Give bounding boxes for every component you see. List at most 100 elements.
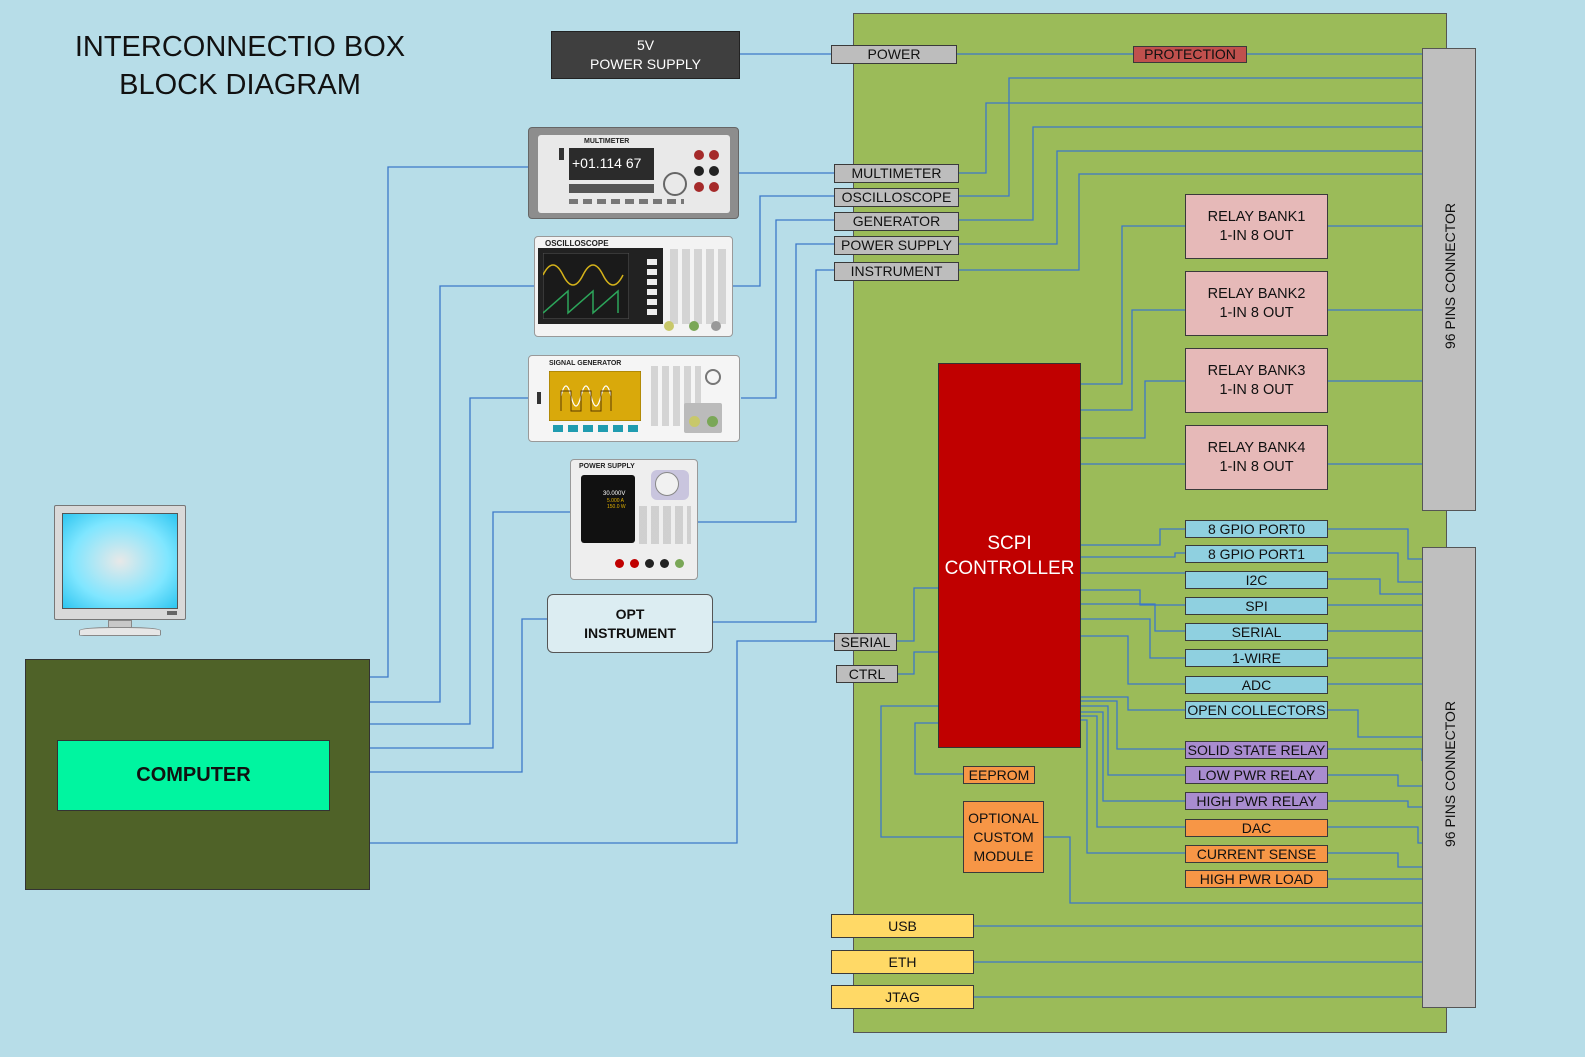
relay-bank-sub: 1-IN 8 OUT (1219, 381, 1294, 398)
io-block-current-sense: CURRENT SENSE (1185, 845, 1328, 863)
connector-top-label: 96 PINS CONNECTOR (1442, 203, 1458, 349)
io-block-1-wire: 1-WIRE (1185, 649, 1328, 667)
opt-instrument-box: OPT INSTRUMENT (547, 594, 713, 653)
eth-port: ETH (831, 950, 974, 974)
power-supply-port: POWER SUPPLY (834, 236, 959, 255)
wire-27 (1081, 528, 1185, 546)
io-block-solid-state-relay: SOLID STATE RELAY (1185, 741, 1328, 759)
wire-16 (959, 126, 1422, 221)
wire-49 (1328, 774, 1422, 787)
ctrl-port: CTRL (836, 665, 898, 683)
diagram-title: INTERCONNECTIO BOX BLOCK DIAGRAM (60, 28, 420, 104)
wire-20 (1081, 309, 1185, 411)
instrument-port: INSTRUMENT (834, 262, 959, 281)
supply-5v-box: 5V POWER SUPPLY (551, 31, 740, 79)
relay-bank-4: RELAY BANK4 1-IN 8 OUT (1185, 425, 1328, 490)
wire-21 (1081, 380, 1185, 439)
wire-4 (733, 195, 834, 287)
relay-bank-name: RELAY BANK3 (1207, 362, 1306, 379)
eeprom-block: EEPROM (963, 766, 1035, 784)
wire-39 (1081, 719, 1185, 854)
relay-bank-2: RELAY BANK2 1-IN 8 OUT (1185, 271, 1328, 336)
relay-bank-name: RELAY BANK1 (1207, 208, 1306, 225)
controller-line-2: CONTROLLER (944, 557, 1075, 579)
io-block-high-pwr-relay: HIGH PWR RELAY (1185, 792, 1328, 810)
serial-port: SERIAL (834, 633, 897, 651)
wire-35 (1081, 700, 1185, 750)
wire-57 (880, 705, 963, 838)
io-block-dac: DAC (1185, 819, 1328, 837)
wire-58 (1044, 836, 1422, 904)
power-port: POWER (831, 45, 957, 64)
connector-top (1422, 48, 1476, 511)
io-block-i2c: I2C (1185, 571, 1328, 589)
oscilloscope-instrument: OSCILLOSCOPE (534, 236, 733, 337)
generator-port: GENERATOR (834, 212, 959, 231)
multimeter-instrument: MULTIMETER +01.114 67 (528, 127, 739, 219)
scpi-controller: SCPI CONTROLLER (938, 363, 1081, 748)
relay-bank-name: RELAY BANK2 (1207, 285, 1306, 302)
multimeter-port: MULTIMETER (834, 164, 959, 183)
relay-bank-3: RELAY BANK3 1-IN 8 OUT (1185, 348, 1328, 413)
wire-52 (1328, 852, 1422, 868)
wire-30 (1081, 589, 1185, 606)
psu-title: POWER SUPPLY (579, 463, 635, 470)
wire-15 (959, 77, 1422, 197)
io-block-high-pwr-load: HIGH PWR LOAD (1185, 870, 1328, 888)
power-supply-instrument: POWER SUPPLY 30.000V 5.000 A 150.0 W (570, 459, 698, 580)
psu-current: 5.000 A (607, 498, 624, 504)
title-line-1: INTERCONNECTIO BOX (74, 31, 406, 63)
io-block-serial: SERIAL (1185, 623, 1328, 641)
multimeter-reading: +01.114 67 (572, 155, 642, 171)
title-line-2: BLOCK DIAGRAM (119, 69, 361, 101)
connector-bottom-label: 96 PINS CONNECTOR (1442, 701, 1458, 847)
relay-bank-sub: 1-IN 8 OUT (1219, 458, 1294, 475)
signal-generator-instrument: SIGNAL GENERATOR (528, 355, 740, 442)
optional-custom-module: OPTIONAL CUSTOM MODULE (963, 801, 1044, 873)
wire-19 (1081, 225, 1185, 385)
wire-34 (1081, 696, 1185, 711)
wire-17 (959, 150, 1422, 245)
wire-32 (1081, 618, 1185, 659)
wire-38 (1081, 715, 1185, 828)
generator-waveform (549, 371, 641, 421)
oscilloscope-title: OSCILLOSCOPE (545, 239, 609, 248)
io-block-8-gpio-port1: 8 GPIO PORT1 (1185, 545, 1328, 563)
psu-voltage: 30.000V (603, 491, 626, 497)
usb-port: USB (831, 914, 974, 938)
relay-bank-1: RELAY BANK1 1-IN 8 OUT (1185, 194, 1328, 259)
wire-12 (370, 618, 547, 773)
jtag-port: JTAG (831, 985, 974, 1009)
relay-bank-name: RELAY BANK4 (1207, 439, 1306, 456)
wire-18 (959, 173, 1422, 271)
computer-label: COMPUTER (57, 740, 330, 811)
psu-power: 150.0 W (607, 504, 626, 510)
wire-55 (898, 651, 938, 675)
generator-title: SIGNAL GENERATOR (549, 360, 622, 367)
wire-7 (713, 269, 834, 623)
wire-28 (1081, 552, 1185, 558)
controller-line-1: SCPI (987, 532, 1032, 554)
wire-14 (959, 102, 1422, 174)
wire-13 (370, 640, 834, 844)
oscilloscope-port: OSCILLOSCOPE (834, 188, 959, 207)
wire-8 (370, 166, 528, 678)
monitor-icon (54, 505, 186, 637)
io-block-open-collectors: OPEN COLLECTORS (1185, 701, 1328, 719)
wire-31 (1081, 603, 1185, 632)
relay-bank-sub: 1-IN 8 OUT (1219, 227, 1294, 244)
connector-bottom (1422, 547, 1476, 1008)
relay-bank-sub: 1-IN 8 OUT (1219, 304, 1294, 321)
wire-47 (1328, 709, 1422, 738)
wire-54 (897, 587, 938, 642)
wire-41 (1328, 552, 1422, 583)
wire-10 (370, 397, 528, 725)
wire-50 (1328, 800, 1422, 808)
supply-5v-line-1: 5V (636, 37, 655, 53)
wire-48 (1328, 748, 1423, 761)
wire-33 (1081, 635, 1185, 685)
wire-51 (1328, 826, 1422, 844)
wire-40 (1328, 528, 1422, 560)
